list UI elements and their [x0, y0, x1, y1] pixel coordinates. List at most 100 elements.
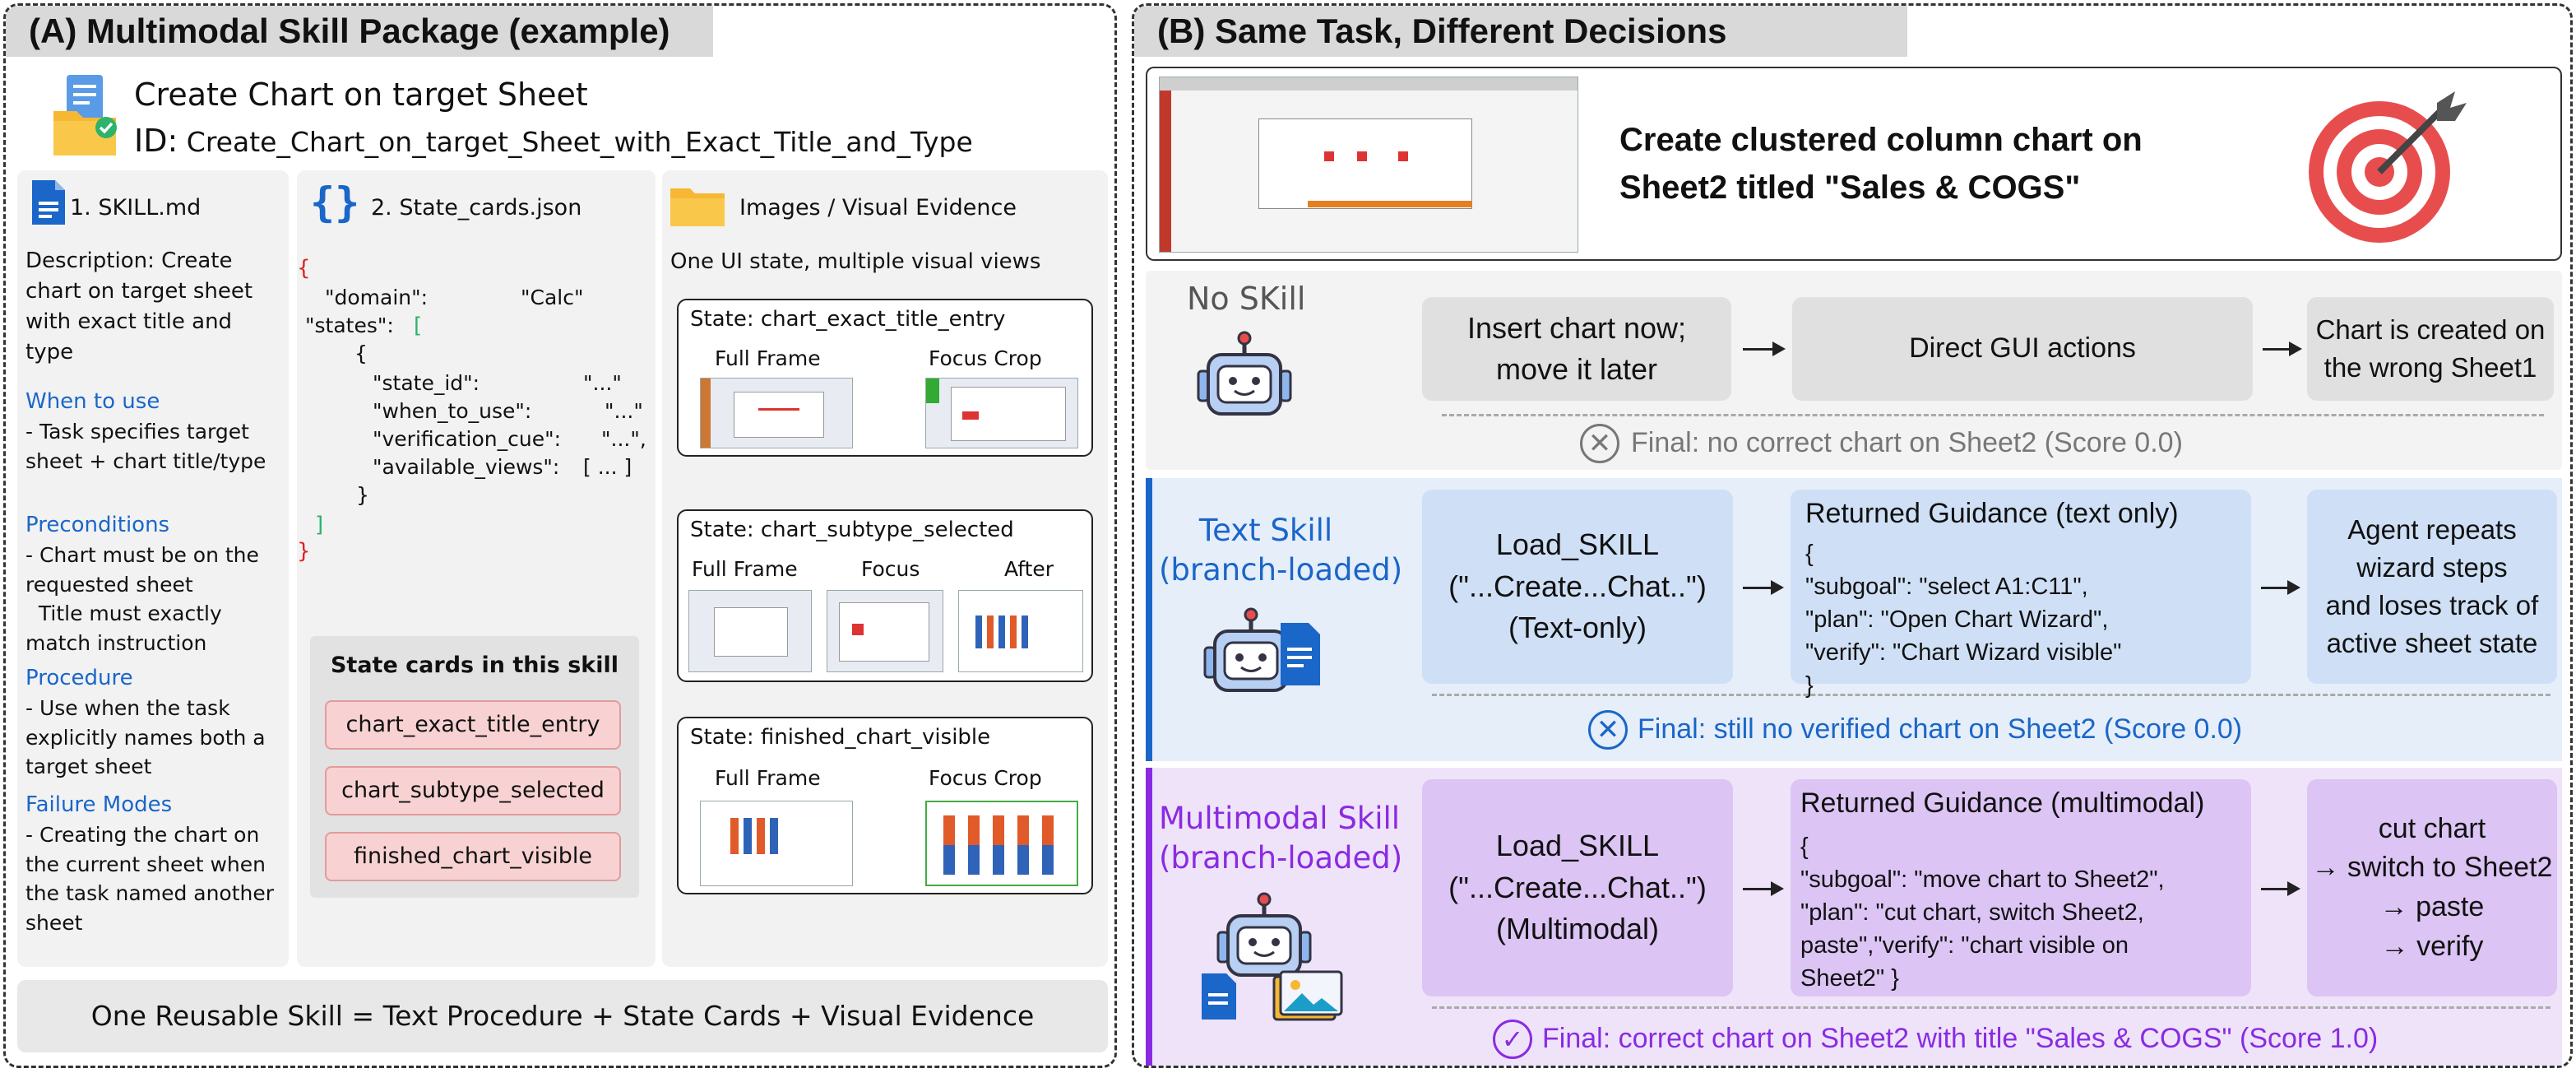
text-skill-guidance: Returned Guidance (text only) { "subgoal… — [1791, 490, 2251, 699]
state2-label: State: chart_subtype_selected — [690, 518, 1014, 542]
panel-a-header: (A) Multimodal Skill Package (example) — [6, 6, 713, 57]
braces-icon: {} — [310, 179, 360, 226]
arrow-right-icon — [1743, 881, 1784, 896]
state1-label: State: chart_exact_title_entry — [690, 307, 1006, 332]
state2-view-label: Full Frame — [692, 557, 798, 581]
success-check-icon: ✓ — [1493, 1020, 1532, 1059]
arrow-right-icon — [2261, 881, 2300, 896]
state2-view-label: Focus — [861, 557, 920, 581]
visual-heading: Images / Visual Evidence — [739, 195, 1017, 221]
fail-icon: ✕ — [1588, 710, 1628, 750]
json-domain-value: "Calc" — [521, 286, 584, 309]
state-card-pill: chart_exact_title_entry — [325, 700, 621, 750]
multimodal-guidance-title: Returned Guidance (multimodal) — [1800, 787, 2205, 819]
row-divider — [1442, 414, 2544, 416]
text-skill-final: Final: still no verified chart on Sheet2… — [1638, 713, 2243, 745]
text-skill-label: Text Skill (branch-loaded) — [1159, 513, 1403, 588]
json-when-key: "when_to_use": — [373, 399, 532, 423]
multimodal-skill-step-1: Load_SKILL ("...Create...Chat..") (Multi… — [1422, 779, 1733, 996]
task-screenshot — [1159, 77, 1578, 253]
json-views-key: "available_views": — [373, 455, 560, 479]
state-card-pill: chart_subtype_selected — [325, 766, 621, 815]
state-cards-box-title: State cards in this skill — [330, 653, 619, 678]
task-text: Create clustered column chart on Sheet2 … — [1619, 122, 2143, 206]
state3-view-label: Full Frame — [715, 766, 821, 790]
text-guidance-body: { "subgoal": "select A1:C11", "plan": "O… — [1805, 541, 2122, 699]
task-box: Create clustered column chart on Sheet2 … — [1146, 67, 2562, 261]
row-text-skill: Text Skill (branch-loaded) Load_SKILL ("… — [1146, 478, 2562, 761]
folder-icon — [669, 183, 726, 230]
json-inner-close: } — [356, 483, 369, 507]
json-states-key: "states": — [305, 314, 394, 337]
arrow-right-icon — [2261, 580, 2300, 595]
state1-view-label: Focus Crop — [929, 346, 1042, 370]
state-card-chart-exact-title-entry: State: chart_exact_title_entry Full Fram… — [677, 299, 1093, 457]
robot-icon — [1195, 330, 1294, 429]
multimodal-skill-step-3: cut chart → switch to Sheet2 → paste → v… — [2307, 779, 2557, 996]
skill-id-label: ID: — [134, 123, 178, 159]
json-open-bracket: [ — [414, 314, 423, 338]
row-divider — [1432, 1006, 2551, 1009]
fail-icon: ✕ — [1580, 424, 1619, 463]
state2-view-label: After — [1004, 557, 1054, 581]
failure-modes-text: - Creating the chart on the current shee… — [25, 823, 275, 935]
skill-md-description: Description: Create chart on target shee… — [25, 249, 253, 365]
preconditions-heading: Preconditions — [25, 513, 170, 537]
text-skill-step-3: Agent repeats wizard steps and loses tra… — [2307, 490, 2557, 684]
json-verify-val: "...", — [601, 427, 646, 451]
full-frame-thumbnail — [688, 590, 812, 672]
json-inner-open: { — [354, 341, 368, 365]
json-close-brace: } — [297, 539, 311, 564]
multimodal-skill-guidance: Returned Guidance (multimodal) { "subgoa… — [1791, 779, 2251, 996]
no-skill-step-2: Direct GUI actions — [1792, 297, 2253, 401]
text-skill-step-1: Load_SKILL ("...Create...Chat..") (Text-… — [1422, 490, 1733, 684]
no-skill-label: No SKill — [1187, 281, 1306, 317]
row-multimodal-skill: Multimodal Skill (branch-loaded) Load_SK… — [1146, 768, 2562, 1066]
full-frame-thumbnail — [700, 801, 853, 886]
full-frame-thumbnail — [700, 378, 853, 448]
state1-view-label: Full Frame — [715, 346, 821, 370]
state-cards-heading: 2. State_cards.json — [371, 195, 582, 221]
panel-b: (B) Same Task, Different Decisions Creat… — [1132, 3, 2573, 1068]
json-close-bracket: ] — [315, 513, 324, 537]
focus-thumbnail — [827, 590, 943, 672]
state-card-chart-subtype-selected: State: chart_subtype_selected Full Frame… — [677, 509, 1093, 682]
after-thumbnail — [958, 590, 1083, 672]
multimodal-skill-label: Multimodal Skill (branch-loaded) — [1159, 801, 1403, 876]
skill-md-heading: 1. SKILL.md — [70, 195, 202, 221]
no-skill-step-1: Insert chart now; move it later — [1422, 297, 1731, 401]
state-card-finished-chart-visible: State: finished_chart_visible Full Frame… — [677, 717, 1093, 894]
arrow-right-icon — [1743, 580, 1784, 595]
json-state-id-val: "..." — [583, 371, 622, 395]
json-open-brace: { — [297, 256, 311, 281]
target-icon — [2299, 80, 2472, 253]
no-skill-final: Final: no correct chart on Sheet2 (Score… — [1631, 427, 2183, 458]
json-state-id-key: "state_id": — [373, 371, 480, 395]
no-skill-step-3: Chart is created on the wrong Sheet1 — [2307, 297, 2554, 401]
json-domain-key: "domain": — [325, 286, 429, 309]
skill-equation-footer: One Reusable Skill = Text Procedure + St… — [17, 980, 1108, 1052]
json-verify-key: "verification_cue": — [373, 427, 561, 451]
focus-crop-thumbnail — [925, 378, 1078, 448]
panel-b-header: (B) Same Task, Different Decisions — [1134, 6, 1907, 57]
skill-md-column: 1. SKILL.md Description: Create chart on… — [17, 170, 289, 967]
when-to-use-heading: When to use — [25, 389, 160, 414]
arrow-right-icon — [2263, 341, 2302, 356]
visual-evidence-column: Images / Visual Evidence One UI state, m… — [662, 170, 1108, 967]
when-to-use-text: - Task specifies target sheet + chart ti… — [25, 420, 266, 473]
json-when-val: "..." — [605, 399, 643, 423]
robot-with-document-and-image-icon — [1198, 891, 1346, 1023]
visual-subheading: One UI state, multiple visual views — [670, 249, 1041, 274]
state-cards-box: State cards in this skill chart_exact_ti… — [310, 636, 639, 898]
preconditions-text: - Chart must be on the requested sheet T… — [25, 543, 259, 655]
procedure-heading: Procedure — [25, 666, 133, 690]
procedure-text: - Use when the task explicitly names bot… — [25, 696, 266, 778]
state3-view-label: Focus Crop — [929, 766, 1042, 790]
text-guidance-title: Returned Guidance (text only) — [1805, 498, 2179, 529]
focus-crop-thumbnail — [925, 801, 1078, 886]
json-views-val: [ ... ] — [583, 455, 632, 479]
panel-a: (A) Multimodal Skill Package (example) C… — [3, 3, 1117, 1068]
skill-title: Create Chart on target Sheet — [134, 77, 588, 113]
robot-with-document-icon — [1202, 606, 1333, 713]
row-divider — [1432, 694, 2551, 696]
